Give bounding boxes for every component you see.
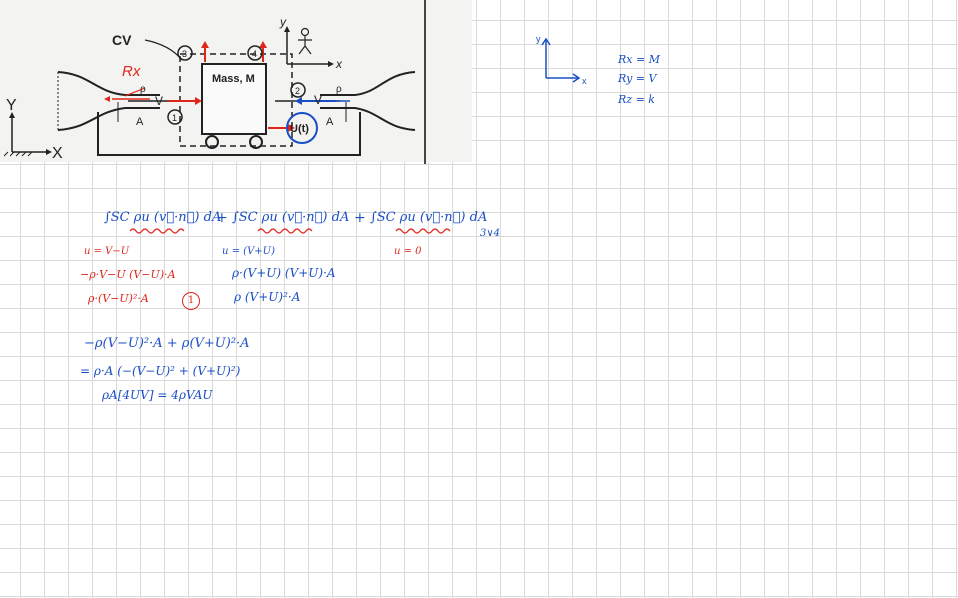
mapping-ry: Ry = V — [618, 72, 657, 85]
section-1-label: 1 — [172, 113, 177, 123]
section-3-label: 3 — [182, 49, 187, 59]
small-axis-x: x — [335, 57, 343, 71]
mapping-rx: Rx = M — [618, 53, 660, 66]
rho-label-left: ρ — [140, 84, 146, 95]
sketch-x-label: x — [582, 76, 587, 86]
rho-label-right: ρ — [336, 84, 342, 95]
page-divider — [424, 0, 426, 164]
velocity-label-right: V — [314, 93, 322, 107]
sketch-y-label: y — [536, 34, 541, 44]
col1-line-3: ρ·(V−U)²·A — [88, 292, 149, 305]
equation-underlines — [129, 228, 451, 234]
axes-sketch: y x — [536, 34, 587, 86]
equation-term-2: ∫SC ρu (v⃗·n⃗) dA — [232, 210, 350, 225]
rx-label: Rx — [122, 63, 141, 80]
section-4-label: 4 — [252, 49, 257, 59]
mass-label: Mass, M — [212, 73, 255, 85]
equation-term-1: ∫SC ρu (v⃗·n⃗) dA — [104, 210, 222, 225]
area-label-right: A — [326, 116, 334, 128]
col1-line-2: −ρ·V−U (V−U)·A — [80, 268, 176, 281]
col2-line-1: u = (V+U) — [222, 246, 276, 257]
circled-1: 1 — [182, 292, 200, 310]
equation-plus-2: + — [354, 210, 366, 226]
mapping-rz: Rz = k — [618, 93, 655, 106]
equation-term-3: ∫SC ρu (v⃗·n⃗) dA — [370, 210, 488, 225]
axis-y-label: Y — [6, 97, 17, 114]
result-line-3: ρA[4UV] = 4ρVAU — [102, 388, 213, 402]
col1-line-1: u = V−U — [84, 246, 130, 257]
axis-x-label: X — [52, 145, 63, 162]
equation-plus-1: + — [216, 210, 228, 226]
col2-line-3: ρ (V+U)²·A — [234, 290, 301, 304]
col2-line-2: ρ·(V+U) (V+U)·A — [232, 266, 336, 280]
result-line-2: = ρ·A (−(V−U)² + (V+U)²) — [80, 364, 241, 378]
result-line-1: −ρ(V−U)²·A + ρ(V+U)²·A — [84, 336, 250, 351]
diagram-drawing: CV Rx Mass, M V V ρ ρ A A U(t) 3 4 1 2 y… — [3, 15, 416, 162]
small-axis-y: y — [279, 15, 287, 29]
moving-velocity-label: U(t) — [290, 123, 309, 135]
textbook-diagram: CV Rx Mass, M V V ρ ρ A A U(t) 3 4 1 2 y… — [0, 0, 472, 162]
section-2-label: 2 — [295, 86, 300, 96]
cv-label: CV — [112, 32, 132, 48]
area-label-left: A — [136, 116, 144, 128]
col3-line-1: u = 0 — [394, 246, 422, 257]
equation-term-3-subscript: 3∨4 — [480, 228, 501, 239]
velocity-label-left: V — [155, 94, 163, 108]
